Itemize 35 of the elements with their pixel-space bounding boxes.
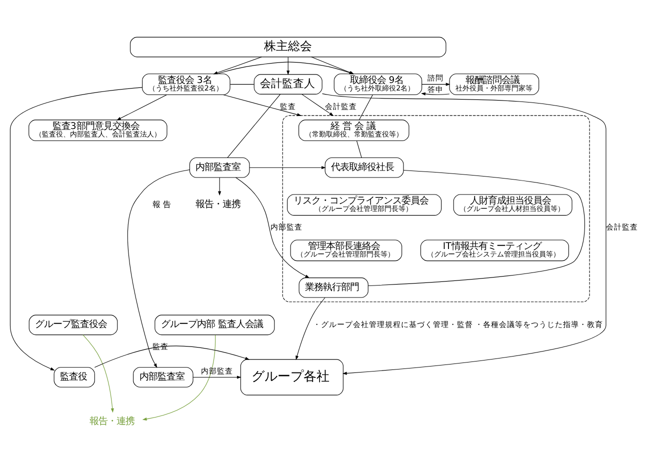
arrow: [286, 56, 290, 75]
arrow: [142, 334, 216, 420]
arrow: [127, 169, 190, 368]
node-text: 報告・連携: [196, 198, 241, 210]
connector: [356, 140, 362, 158]
arrow: [192, 375, 242, 378]
node-box: 会計監査人: [254, 74, 322, 94]
arrow: [422, 82, 450, 86]
arrow: [296, 296, 326, 360]
connector: [227, 94, 281, 158]
arrow: [421, 92, 450, 95]
arrow: [94, 345, 250, 368]
node-text: 報告・連携: [89, 416, 134, 427]
label: 報 告: [152, 198, 172, 208]
node-box: 業務執行部門: [298, 277, 368, 298]
connector: [358, 94, 373, 120]
arrow: [218, 176, 222, 196]
arrow: [82, 334, 114, 412]
arrow: [222, 94, 302, 116]
node-box: グループ監査役会: [28, 314, 118, 335]
arrow: [302, 94, 334, 116]
node-box: グループ内部 監査人会議: [154, 314, 275, 335]
arrow: [236, 176, 310, 278]
arrow: [116, 94, 167, 120]
connector: [368, 169, 585, 286]
arrow: [10, 86, 142, 370]
node-box: グループ各社: [240, 358, 344, 395]
node-box: 内部監査室: [189, 157, 250, 178]
node-box: 内部監査室: [133, 366, 194, 387]
node-box: 監査役: [54, 366, 95, 387]
node-box: 代表取締役社長: [324, 157, 404, 178]
arrow: [322, 92, 606, 374]
arrow: [249, 166, 326, 169]
arrow: [213, 56, 262, 74]
node-box: 株主総会: [130, 36, 446, 57]
